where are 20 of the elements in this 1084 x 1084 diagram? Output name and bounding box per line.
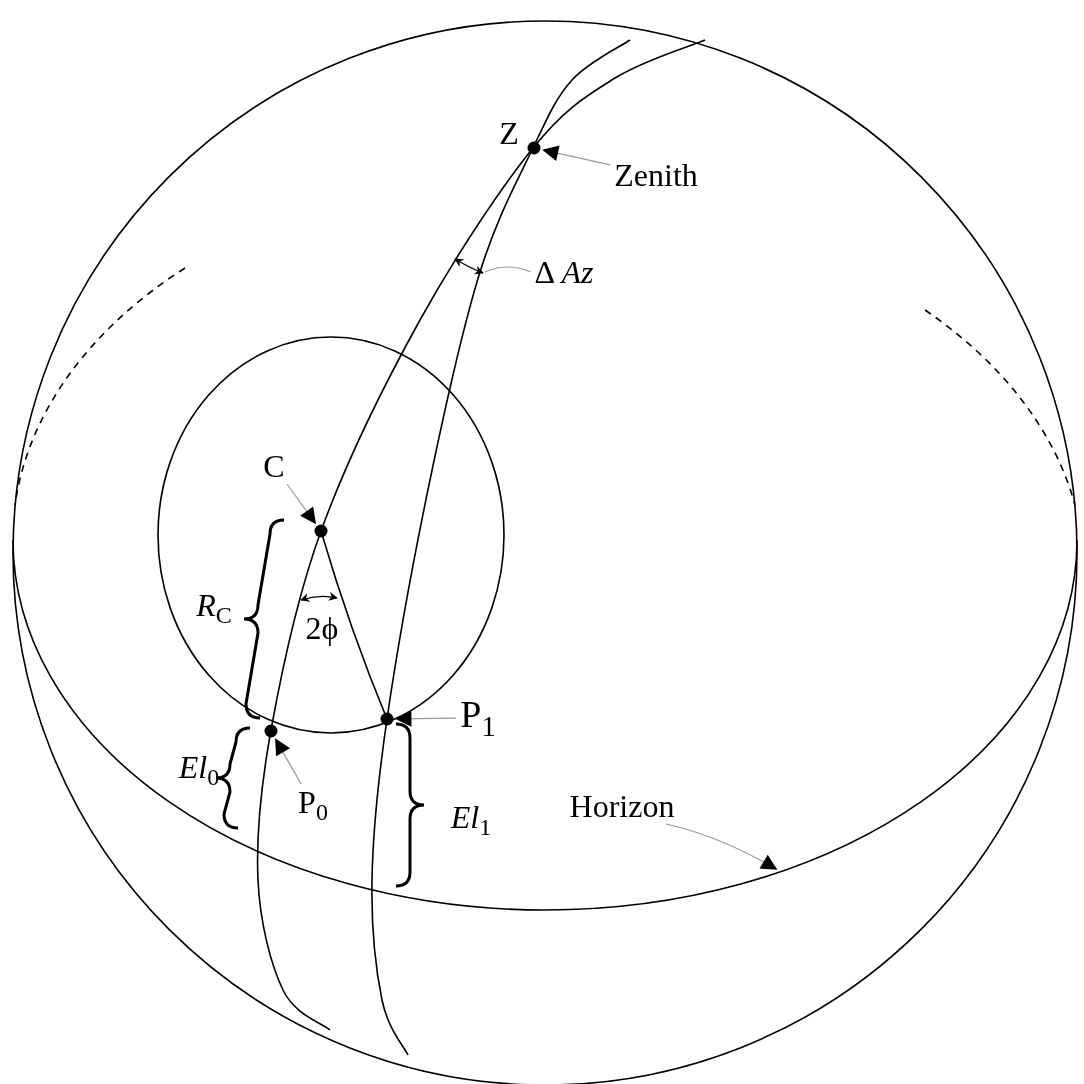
leader-label: Zenith: [614, 159, 698, 191]
point-dot: [314, 524, 328, 538]
point-dot: [527, 141, 541, 155]
point-dot: [380, 712, 394, 726]
leader-line: [395, 710, 457, 727]
leader-label: Δ Az: [534, 256, 594, 288]
leader-line: [542, 145, 611, 166]
leader-label: C: [263, 450, 285, 482]
leader-line: [275, 738, 302, 785]
point-dot: [264, 724, 278, 738]
point-label: Z: [499, 117, 519, 149]
measure-label: El$_{1}$: [450, 800, 492, 840]
measure-label: R$_{C}$: [196, 588, 232, 628]
angle-label: 2ϕ: [305, 612, 339, 644]
leader-label: Horizon: [569, 790, 675, 822]
leader-label: P$_{1}$: [460, 695, 496, 741]
leader-line: [484, 266, 532, 273]
leader-label: P$_{0}$: [298, 785, 328, 825]
leader-line: [286, 483, 317, 525]
leader-line: [665, 823, 778, 870]
